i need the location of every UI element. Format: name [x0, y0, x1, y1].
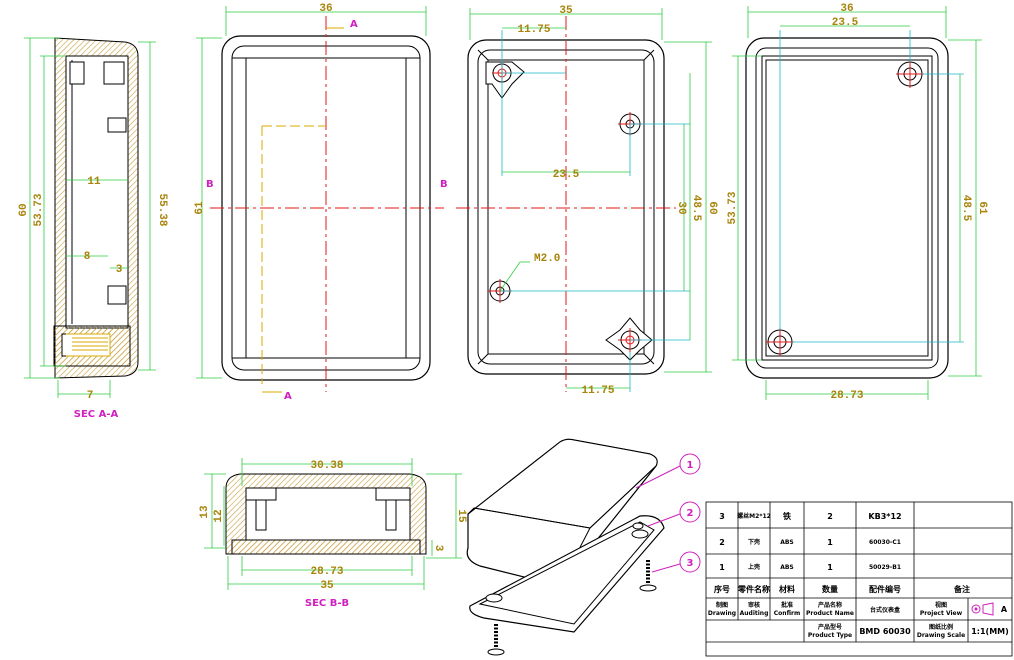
dim-top-width: 36	[319, 3, 332, 15]
row3-part: KB3*12	[868, 512, 901, 521]
dim-b-15: 15	[455, 509, 467, 523]
header-note: 备注	[953, 584, 970, 594]
dim-b-12: 12	[213, 509, 225, 522]
footer-product-name-label: 产品名称	[818, 601, 842, 609]
dim-top-height: 61	[194, 201, 206, 215]
footer-confirm: 批准	[781, 601, 793, 609]
row2-no: 2	[719, 538, 725, 547]
header-name: 零件名称	[737, 584, 770, 594]
dim-b-top-width: 30.38	[310, 460, 343, 472]
callout-2: 2	[687, 508, 694, 519]
dim-hole-span-v: 30	[675, 201, 687, 214]
dim-b-3: 3	[432, 545, 444, 552]
dim-hole-span-v2: 48.5	[690, 195, 702, 222]
section-a-caption: SEC A-A	[74, 409, 119, 420]
dim-bottom-hole-span: 48.5	[960, 195, 972, 222]
dim-bottom-inner-width: 28.73	[830, 390, 863, 402]
section-b-caption: SEC B-B	[305, 598, 349, 609]
footer-product-name-label-en: Product Name	[806, 610, 854, 617]
footer-drawing-en: Drawing	[708, 610, 736, 617]
label-screw-m2: M2.0	[534, 253, 560, 265]
isometric-exploded-view: 1 2 3	[466, 438, 701, 656]
row2-name: 下壳	[748, 538, 760, 546]
footer-project-view-en: Project View	[920, 610, 963, 617]
dim-right-height: 55.38	[156, 193, 168, 226]
dim-7: 7	[87, 390, 94, 402]
row1-qty: 1	[827, 563, 833, 572]
section-a-a-view: 60 53.73 55.38 11 8 3 7 SEC A-A	[18, 37, 168, 420]
title-block	[705, 501, 1013, 657]
marker-a-top: A	[350, 19, 358, 30]
row1-no: 1	[719, 563, 725, 572]
dim-b-width: 35	[320, 580, 334, 592]
footer-product-type-label-en: Product Type	[808, 632, 852, 639]
row3-qty: 2	[827, 512, 833, 521]
title-block-text: 3 螺丝M2*12 铁 2 KB3*12 2 下壳 ABS 1 60030-C1…	[708, 511, 1009, 639]
dim-hole-x-mid: 23.5	[553, 169, 580, 181]
footer-product-type: BMD 60030	[859, 627, 911, 636]
row2-part: 60030-C1	[869, 539, 901, 546]
footer-drawing-scale-en: Drawing Scale	[917, 632, 965, 639]
projection-symbol-icon	[971, 602, 994, 616]
footer-drawing-scale: 图纸比例	[929, 623, 953, 631]
footer-scale: 1:1(MM)	[971, 627, 1009, 636]
header-no: 序号	[714, 584, 730, 594]
row2-material: ABS	[780, 539, 794, 546]
footer-drawing: 制图	[716, 601, 728, 609]
marker-b-left: B	[206, 179, 214, 190]
row1-name: 上壳	[748, 563, 760, 571]
footer-product-type-label: 产品型号	[818, 623, 842, 631]
header-qty: 数量	[822, 584, 838, 594]
bottom-view: 36 23.5 53.73 48.5 61 28.73	[727, 3, 988, 402]
marker-a-bottom: A	[284, 391, 292, 402]
dim-hole-x-bottom: 11.75	[581, 385, 614, 397]
footer-view-symbol: A	[1001, 605, 1008, 614]
header-material: 材料	[779, 584, 795, 594]
row1-part: 50029-B1	[869, 564, 901, 571]
dim-bottom-hole-x: 23.5	[832, 17, 859, 29]
dim-bottom-height: 61	[976, 201, 988, 215]
callout-3: 3	[687, 558, 694, 569]
footer-confirm-en: Confirm	[774, 610, 800, 617]
dim-b-inner-width: 28.73	[310, 566, 343, 578]
row1-material: ABS	[780, 564, 794, 571]
dim-inside-width: 35	[559, 5, 573, 17]
row3-material: 铁	[783, 511, 791, 521]
dim-3: 3	[116, 264, 123, 276]
row3-name: 螺丝M2*12	[737, 512, 771, 520]
dim-bottom-inner-height: 53.73	[727, 191, 739, 224]
dim-8: 8	[84, 251, 91, 263]
top-view: 36 61 A A B B	[194, 3, 448, 402]
dim-b-13: 13	[199, 505, 211, 519]
dim-11: 11	[87, 176, 101, 188]
inside-view: 35 11.75 23.5 11.75 30 48.5 60 M2.0	[456, 5, 718, 397]
header-part: 配件编号	[869, 584, 901, 594]
callout-1: 1	[687, 460, 694, 471]
footer-product-name: 台式仪表盒	[870, 606, 901, 614]
footer-auditing: 审核	[748, 601, 760, 609]
row2-qty: 1	[827, 538, 833, 547]
footer-auditing-en: Auditing	[740, 610, 769, 617]
dim-overall-height: 60	[18, 203, 30, 216]
dim-inside-height: 60	[706, 201, 718, 214]
dim-inner-height: 53.73	[33, 193, 45, 226]
row3-no: 3	[719, 512, 725, 521]
marker-b-right: B	[440, 179, 448, 190]
section-b-b-view: 30.38 13 12 15 3 28.73 35 SEC B-B	[199, 458, 467, 609]
screw-icon	[487, 560, 657, 656]
dim-bottom-width: 36	[840, 3, 853, 15]
footer-project-view: 视图	[935, 601, 947, 609]
dim-hole-x-top: 11.75	[517, 24, 550, 36]
